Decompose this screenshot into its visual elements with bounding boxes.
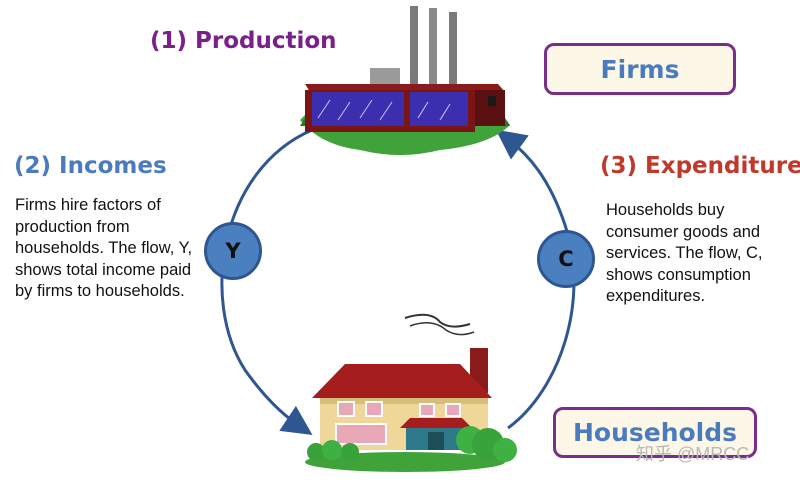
households-label-box: Households	[553, 407, 757, 458]
watermark: 知乎 @MRCC	[636, 444, 750, 464]
income-flow-badge: Y	[204, 222, 262, 280]
firms-label: Firms	[600, 54, 680, 84]
incomes-heading: (2) Incomes	[14, 153, 167, 179]
income-flow-label: Y	[225, 239, 241, 263]
income-flow-arrow	[220, 128, 313, 435]
incomes-description: Firms hire factors of production from ho…	[15, 196, 193, 300]
consumption-flow-label: C	[558, 247, 574, 271]
households-label: Households	[572, 418, 738, 447]
production-heading: (1) Production	[150, 28, 337, 54]
expenditure-description: Households buy consumer goods and servic…	[606, 201, 763, 305]
firms-label-box: Firms	[544, 43, 736, 95]
expenditure-heading: (3) Expenditure	[600, 153, 800, 179]
consumption-flow-badge: C	[537, 230, 595, 288]
